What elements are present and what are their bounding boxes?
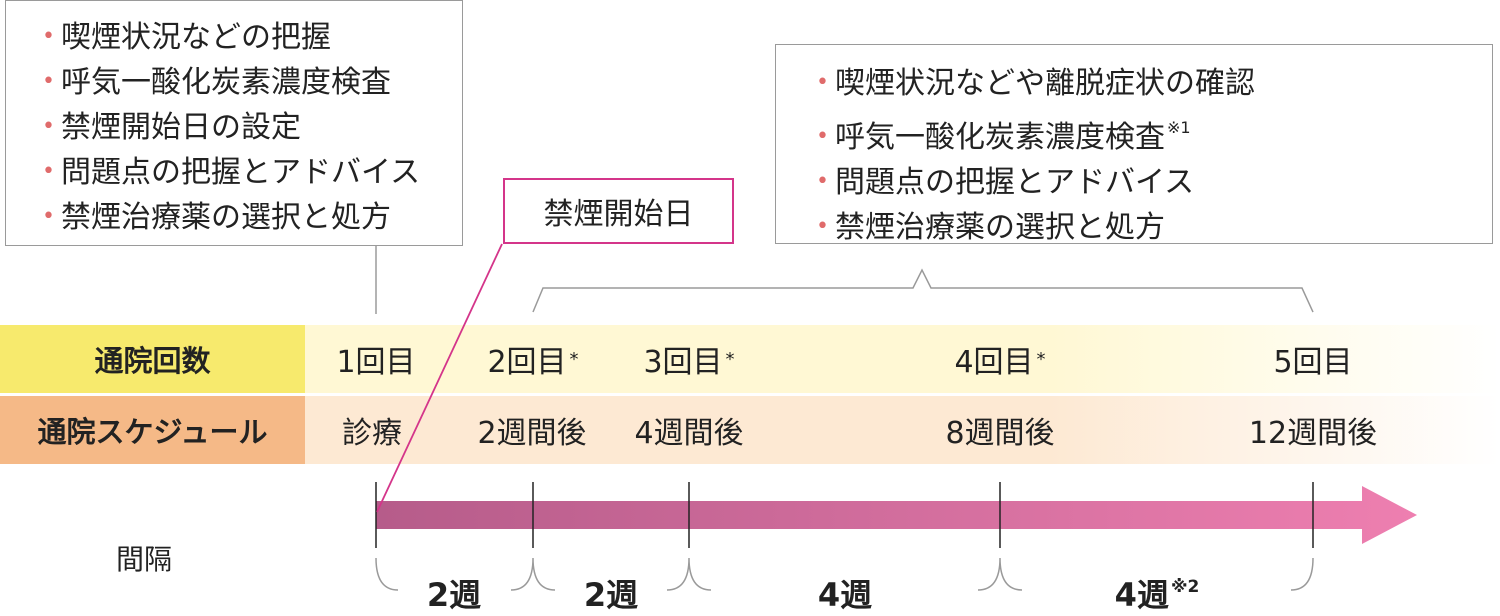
quit-start-day-box: 禁煙開始日 (503, 178, 734, 244)
interval-week-4: 4週※2 (1115, 570, 1200, 616)
footnote-mark: ※1 (1166, 118, 1191, 137)
schedule-2: 2週間後 (477, 396, 586, 464)
bullet-icon: • (816, 169, 829, 194)
interval-week-text: 4週 (1114, 576, 1169, 614)
bullet-icon: • (42, 114, 55, 139)
visit-count-5: 5回目 (1273, 325, 1352, 393)
visit-count-text: 3回目 (643, 345, 723, 380)
list-item-text: 問題点の把握とアドバイス (834, 165, 1195, 200)
quit-start-day-label: 禁煙開始日 (543, 197, 694, 232)
interval-week-3: 4週 (818, 570, 872, 616)
schedule-3: 4週間後 (634, 396, 743, 464)
asterisk-mark: * (1036, 348, 1046, 370)
list-item: •問題点の把握とアドバイス (816, 160, 1492, 205)
followup-visit-list: •喫煙状況などや離脱症状の確認 •呼気一酸化炭素濃度検査※1 •問題点の把握とア… (816, 61, 1492, 250)
schedule-5: 12週間後 (1249, 396, 1377, 464)
list-item: •禁煙開始日の設定 (42, 105, 462, 150)
schedule-row-label: 通院スケジュール (0, 396, 305, 464)
list-item: •問題点の把握とアドバイス (42, 150, 462, 195)
visit-count-text: 1回目 (336, 345, 416, 380)
interval-brace (375, 557, 1314, 591)
schedule-text: 診療 (342, 416, 402, 451)
list-item: •禁煙治療薬の選択と処方 (42, 195, 462, 240)
bullet-icon: • (42, 69, 55, 94)
start-day-pointer (376, 243, 503, 513)
list-item-text: 禁煙治療薬の選択と処方 (60, 200, 391, 235)
visit-count-text: 2回目 (487, 345, 567, 380)
footnote-mark: ※2 (1170, 577, 1200, 597)
bullet-icon: • (816, 70, 829, 95)
initial-visit-box: •喫煙状況などの把握 •呼気一酸化炭素濃度検査 •禁煙開始日の設定 •問題点の把… (5, 0, 463, 246)
asterisk-mark: * (569, 348, 579, 370)
visits-row-label-text: 通院回数 (94, 344, 211, 378)
interval-label: 間隔 (116, 543, 173, 576)
visit-count-1: 1回目 (336, 325, 415, 393)
visit-count-4: 4回目* (954, 325, 1045, 393)
visit-count-2: 2回目* (487, 325, 578, 393)
list-item-text: 問題点の把握とアドバイス (60, 155, 421, 190)
visit-count-text: 4回目 (954, 345, 1034, 380)
list-item: •禁煙治療薬の選択と処方 (816, 205, 1492, 250)
bullet-icon: • (42, 24, 55, 49)
visit-count-text: 5回目 (1273, 345, 1353, 380)
list-item: •喫煙状況などや離脱症状の確認 (816, 61, 1492, 106)
list-item-text: 禁煙治療薬の選択と処方 (834, 210, 1165, 245)
interval-week-2: 2週 (584, 570, 638, 616)
list-item: •呼気一酸化炭素濃度検査※1 (816, 106, 1492, 160)
asterisk-mark: * (725, 348, 735, 370)
schedule-text: 12週間後 (1248, 416, 1378, 451)
list-item-text: 禁煙開始日の設定 (60, 110, 301, 145)
followup-bracket (532, 268, 1314, 313)
list-item: •呼気一酸化炭素濃度検査 (42, 60, 462, 105)
bullet-icon: • (816, 214, 829, 239)
visits-row-label: 通院回数 (0, 325, 305, 393)
interval-week-1: 2週 (427, 570, 481, 616)
interval-week-text: 2週 (426, 576, 482, 614)
list-item-text: 呼気一酸化炭素濃度検査 (834, 120, 1165, 155)
schedule-1: 診療 (342, 396, 402, 464)
schedule-row-label-text: 通院スケジュール (37, 415, 268, 449)
bullet-icon: • (816, 124, 829, 149)
schedule-text: 4週間後 (634, 416, 744, 451)
schedule-text: 8週間後 (945, 416, 1055, 451)
bullet-icon: • (42, 159, 55, 184)
followup-visit-box: •喫煙状況などや離脱症状の確認 •呼気一酸化炭素濃度検査※1 •問題点の把握とア… (775, 44, 1493, 245)
interval-week-text: 4週 (817, 576, 873, 614)
schedule-4: 8週間後 (945, 396, 1054, 464)
interval-week-text: 2週 (583, 576, 639, 614)
timeline-arrow (376, 486, 1417, 544)
list-item-text: 喫煙状況などや離脱症状の確認 (834, 66, 1255, 101)
bullet-icon: • (42, 204, 55, 229)
list-item-text: 呼気一酸化炭素濃度検査 (60, 65, 391, 100)
list-item-text: 喫煙状況などの把握 (60, 20, 331, 55)
visit-count-3: 3回目* (643, 325, 734, 393)
schedule-text: 2週間後 (477, 416, 587, 451)
list-item: •喫煙状況などの把握 (42, 15, 462, 60)
initial-visit-list: •喫煙状況などの把握 •呼気一酸化炭素濃度検査 •禁煙開始日の設定 •問題点の把… (42, 15, 462, 240)
